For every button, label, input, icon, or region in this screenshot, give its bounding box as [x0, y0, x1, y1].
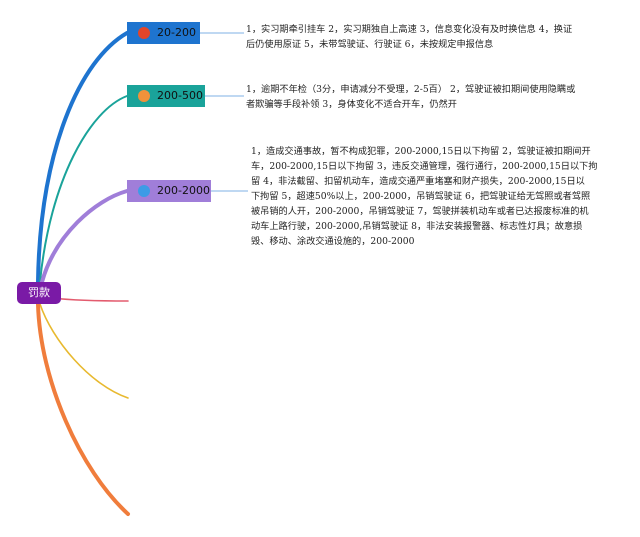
branch-node-20-200[interactable]: 20-200 [127, 22, 200, 44]
connector-teal [39, 95, 128, 283]
connector-orange [36, 302, 130, 516]
node-dot-icon [138, 90, 150, 102]
connector-lavender [40, 189, 129, 284]
node-dot-icon [138, 27, 150, 39]
root-node[interactable]: 罚款 [17, 282, 61, 304]
note-200-2000: 1，造成交通事故，暂不构成犯罪，200-2000,15日以下拘留 2，驾驶证被扣… [251, 146, 598, 247]
branch-label: 200-2000 [157, 184, 210, 197]
note-200-500: 1，逾期不年检（3分，申请减分不受理，2-5百） 2，驾驶证被扣期间使用隐瞒或 … [246, 84, 576, 110]
note-20-200: 1，实习期牵引挂车 2，实习期独自上高速 3，信息变化没有及时换信息 4，换证 … [246, 24, 573, 50]
branch-label: 200-500 [157, 89, 203, 102]
connector-red [51, 297, 129, 302]
branch-node-200-2000[interactable]: 200-2000 [127, 180, 211, 202]
connector-blue [36, 31, 129, 284]
connector-yellow [39, 303, 129, 399]
branch-label: 20-200 [157, 26, 196, 39]
branch-node-200-500[interactable]: 200-500 [127, 85, 205, 107]
node-dot-icon [138, 185, 150, 197]
